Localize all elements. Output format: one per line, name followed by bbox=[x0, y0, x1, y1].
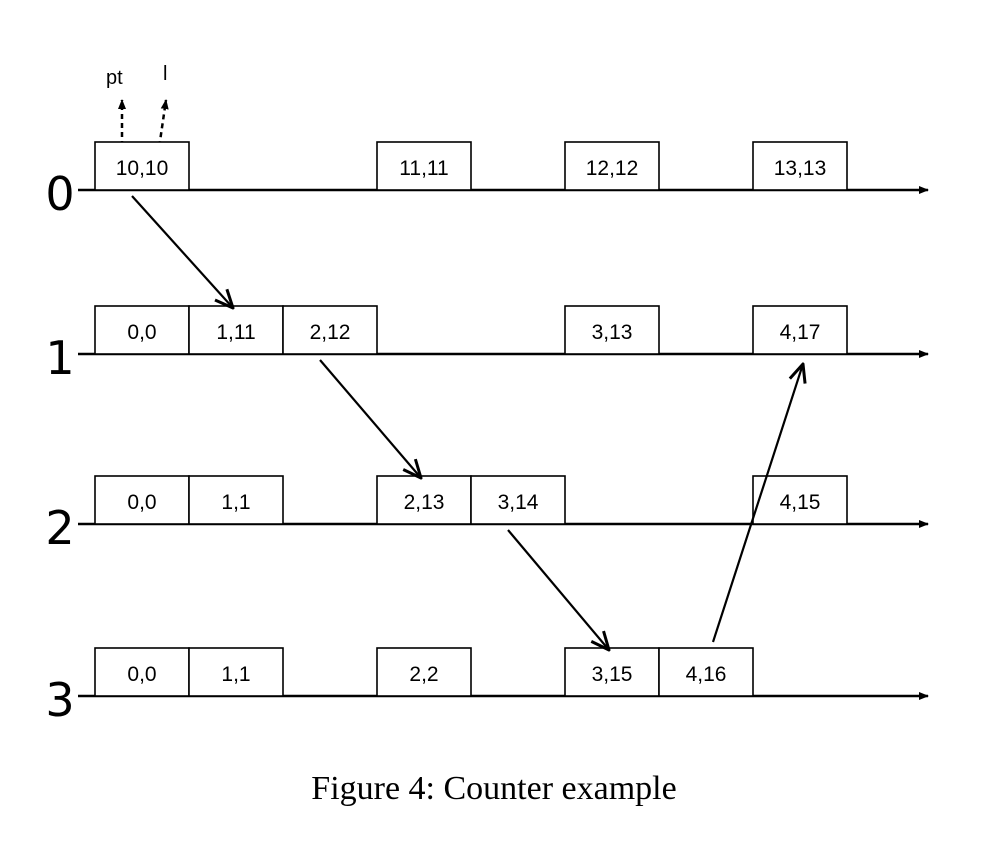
event-box bbox=[752, 141, 848, 191]
event-label: 3,15 bbox=[592, 663, 633, 686]
process-label: 2 bbox=[45, 501, 74, 555]
event-label: 4,17 bbox=[780, 321, 821, 344]
timeline-2: 2 0,0 1,1 2,13 3,14 4,15 bbox=[45, 475, 929, 555]
event-label: 0,0 bbox=[127, 663, 156, 686]
message-arrow bbox=[507, 529, 611, 652]
event-box bbox=[564, 141, 660, 191]
pt-l-annotation: pt l bbox=[106, 63, 169, 156]
timeline-3: 3 0,0 1,1 2,2 3,15 4,16 bbox=[45, 647, 929, 727]
l-label: l bbox=[163, 63, 167, 85]
event-label: 11,11 bbox=[399, 157, 448, 180]
event-label: 0,0 bbox=[127, 321, 156, 344]
event-label: 0,0 bbox=[127, 491, 156, 514]
event-box bbox=[376, 141, 472, 191]
event-box bbox=[470, 475, 566, 525]
message-arrow bbox=[711, 362, 807, 643]
event-label: 1,11 bbox=[216, 321, 255, 344]
event-label: 4,15 bbox=[780, 491, 821, 514]
event-box bbox=[752, 305, 848, 355]
event-label: 4,16 bbox=[686, 663, 727, 686]
event-box bbox=[94, 141, 190, 191]
figure-caption: Figure 4: Counter example bbox=[311, 770, 677, 807]
message-arrow bbox=[131, 195, 235, 310]
event-box bbox=[752, 475, 848, 525]
event-box bbox=[282, 305, 378, 355]
event-box bbox=[188, 305, 284, 355]
event-label: 10,10 bbox=[116, 157, 169, 180]
event-box bbox=[658, 647, 754, 697]
timeline-diagram: pt l 0 10,10 11,11 12,12 13,13 1 0,0 1,11 2,12 3,… bbox=[45, 63, 929, 727]
process-label: 1 bbox=[45, 331, 74, 385]
event-box bbox=[188, 647, 284, 697]
event-label: 2,2 bbox=[409, 663, 438, 686]
event-label: 1,1 bbox=[221, 491, 250, 514]
timeline-0: 0 10,10 11,11 12,12 13,13 bbox=[45, 141, 929, 221]
event-box bbox=[564, 305, 660, 355]
event-label: 2,12 bbox=[310, 321, 351, 344]
process-label: 0 bbox=[45, 167, 74, 221]
event-label: 3,14 bbox=[498, 491, 539, 514]
event-box bbox=[188, 475, 284, 525]
message-arrow bbox=[319, 359, 423, 480]
process-label: 3 bbox=[45, 673, 74, 727]
event-box bbox=[564, 647, 660, 697]
event-label: 2,13 bbox=[404, 491, 445, 514]
event-label: 12,12 bbox=[586, 157, 639, 180]
event-label: 3,13 bbox=[592, 321, 633, 344]
event-box bbox=[376, 647, 472, 697]
timeline-1: 1 0,0 1,11 2,12 3,13 4,17 bbox=[45, 305, 929, 385]
pt-label: pt bbox=[106, 67, 123, 89]
event-label: 13,13 bbox=[774, 157, 827, 180]
event-label: 1,1 bbox=[221, 663, 250, 686]
